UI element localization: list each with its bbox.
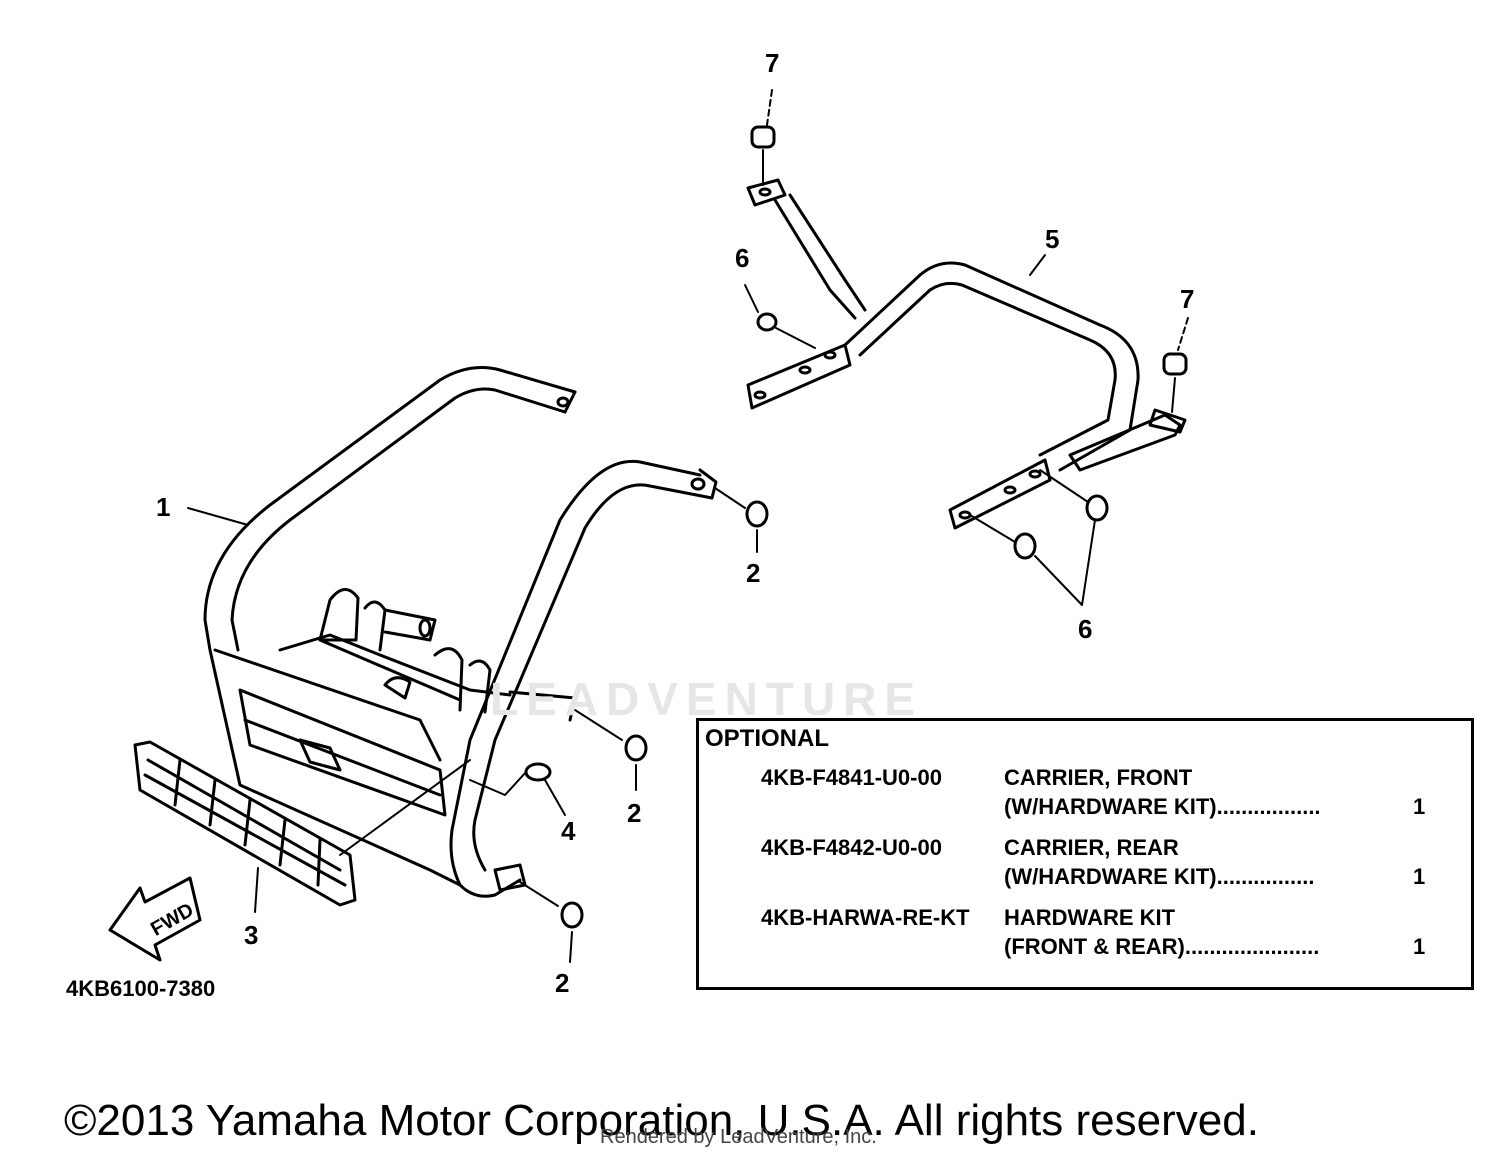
cap-part-7-left: [750, 89, 776, 186]
bolt-part-6-upper: [744, 284, 816, 349]
callout-3: 3: [244, 920, 259, 950]
copyright-notice: ©2013 Yamaha Motor Corporation, U.S.A. A…: [64, 1096, 1259, 1145]
leader-part-1: [187, 507, 249, 526]
part-description: CARRIER, REAR: [1004, 835, 1179, 860]
watermark: LEADVENTURE: [490, 673, 924, 725]
optional-parts-box: OPTIONAL 4KB-F4841-U0-00 CARRIER, FRONT …: [696, 718, 1474, 990]
part-description-detail: (W/HARDWARE KIT)................: [1004, 864, 1315, 889]
part-number: 4KB-HARWA-RE-KT: [761, 905, 970, 930]
part-quantity: 1: [1413, 794, 1426, 819]
callout-6-lower: 6: [1078, 614, 1093, 644]
optional-title: OPTIONAL: [705, 725, 829, 752]
callout-7-right: 7: [1180, 284, 1195, 314]
leader-part-3: [254, 867, 259, 913]
callout-2-middle: 2: [627, 798, 642, 828]
part-number: 4KB-F4842-U0-00: [761, 835, 942, 860]
part-quantity: 1: [1413, 864, 1426, 889]
fwd-arrow-icon: [108, 876, 202, 962]
callout-4: 4: [561, 816, 576, 846]
part-description-detail: (FRONT & REAR)......................: [1004, 934, 1320, 959]
part-quantity: 1: [1413, 934, 1426, 959]
bolt-part-6-lower: [969, 469, 1109, 606]
rear-carrier-frame: [746, 178, 1187, 530]
bolt-part-2-top: [714, 487, 769, 553]
callout-6-upper: 6: [735, 243, 750, 273]
part-description-detail: (W/HARDWARE KIT).................: [1004, 794, 1321, 819]
bolt-part-2-middle: [574, 709, 648, 791]
cap-part-7-right: [1162, 317, 1189, 413]
front-carrier-frame: [203, 366, 718, 898]
part-description: HARDWARE KIT: [1004, 905, 1176, 930]
callout-2-top: 2: [746, 558, 761, 588]
callout-1: 1: [156, 492, 171, 522]
callout-7-left: 7: [765, 48, 780, 78]
part-description: CARRIER, FRONT: [1004, 765, 1193, 790]
grille-part-3: [133, 740, 471, 907]
rendered-by-credit: Rendered by LeadVenture, Inc.: [600, 1126, 877, 1148]
clip-part-4: [469, 762, 566, 816]
part-number: 4KB-F4841-U0-00: [761, 765, 942, 790]
callout-2-bottom: 2: [555, 968, 570, 998]
bolt-part-2-bottom: [519, 881, 584, 963]
leader-part-5: [1029, 254, 1046, 276]
callout-5: 5: [1045, 224, 1060, 254]
drawing-number: 4KB6100-7380: [66, 976, 216, 1001]
